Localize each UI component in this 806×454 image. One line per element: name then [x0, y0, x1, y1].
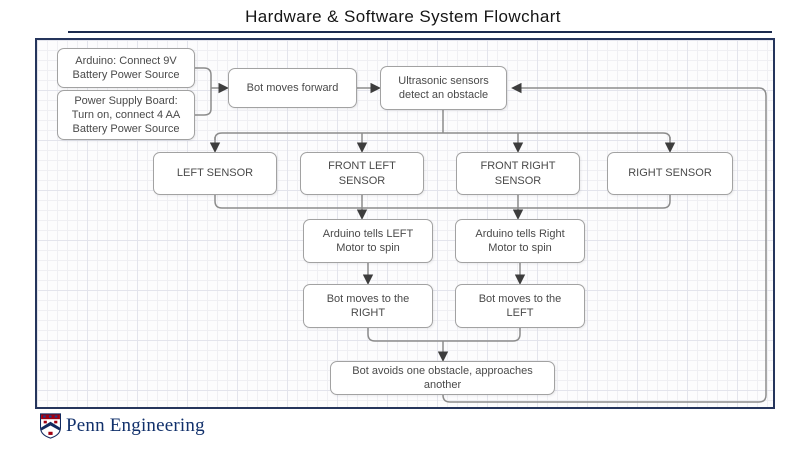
flow-node-label: Bot moves to the RIGHT	[326, 292, 410, 319]
flow-node-right-sensor: RIGHT SENSOR	[607, 152, 733, 195]
flow-node-bot-moves-left: Bot moves to the LEFT	[455, 284, 585, 328]
title-underline	[68, 31, 772, 33]
flow-node-left-sensor: LEFT SENSOR	[153, 152, 277, 195]
flow-node-label: RIGHT SENSOR	[628, 167, 712, 180]
flow-node-arduino-9v: Arduino: Connect 9V Battery Power Source	[57, 48, 195, 88]
flow-node-label: FRONT RIGHT SENSOR	[480, 160, 556, 187]
flow-node-bot-moves-forward: Bot moves forward	[228, 68, 357, 108]
brand-text: Penn Engineering	[66, 415, 205, 436]
flow-node-label: Arduino: Connect 9V Battery Power Source	[72, 54, 180, 81]
flow-node-bot-avoids: Bot avoids one obstacle, approaches anot…	[330, 361, 555, 395]
penn-shield-icon	[40, 413, 61, 439]
flow-node-ultrasonic-detect: Ultrasonic sensors detect an obstacle	[380, 66, 507, 110]
flow-node-label: Bot moves to the LEFT	[478, 292, 562, 319]
flow-node-front-right-sensor: FRONT RIGHT SENSOR	[456, 152, 580, 195]
flow-node-label: Arduino tells Right Motor to spin	[475, 227, 565, 254]
flow-node-label: FRONT LEFT SENSOR	[328, 160, 396, 187]
footer: Penn Engineering	[40, 413, 205, 439]
flow-node-left-motor-spin: Arduino tells LEFT Motor to spin	[303, 219, 433, 263]
flow-node-front-left-sensor: FRONT LEFT SENSOR	[300, 152, 424, 195]
flow-node-label: Bot avoids one obstacle, approaches anot…	[352, 364, 533, 391]
page-title: Hardware & Software System Flowchart	[245, 7, 561, 26]
flow-node-right-motor-spin: Arduino tells Right Motor to spin	[455, 219, 585, 263]
flow-node-label: Bot moves forward	[246, 81, 339, 94]
flow-node-label: LEFT SENSOR	[176, 167, 254, 180]
flow-node-bot-moves-right: Bot moves to the RIGHT	[303, 284, 433, 328]
flow-node-power-supply: Power Supply Board: Turn on, connect 4 A…	[57, 90, 195, 140]
flow-node-label: Power Supply Board: Turn on, connect 4 A…	[71, 94, 181, 136]
flow-node-label: Arduino tells LEFT Motor to spin	[322, 227, 414, 254]
flow-node-label: Ultrasonic sensors detect an obstacle	[398, 74, 489, 101]
